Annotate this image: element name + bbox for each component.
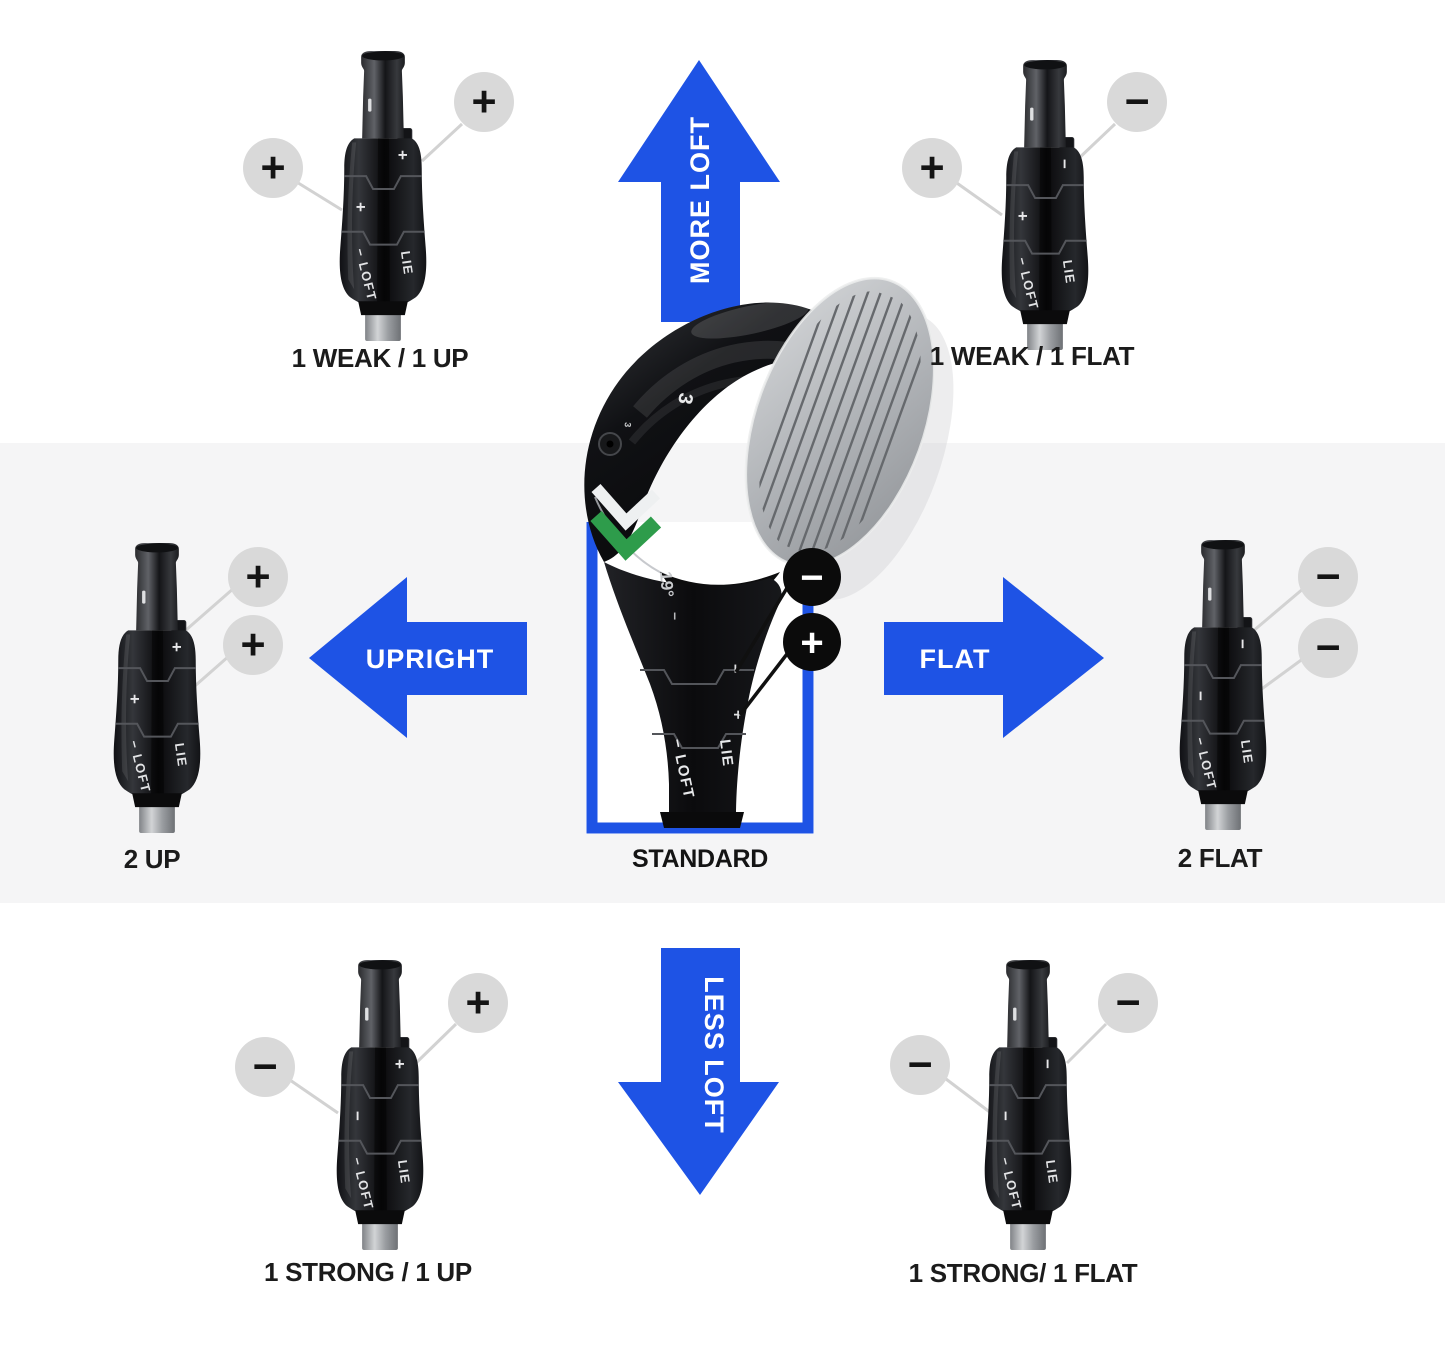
upright-arrow: UPRIGHT	[309, 577, 527, 738]
adjustment-callout: −	[1298, 547, 1358, 607]
adjustment-callout: −	[1298, 618, 1358, 678]
hosel-adapter-art	[990, 60, 1100, 350]
hosel-label: 2 UP	[123, 844, 181, 874]
hosel-top-right: − + + − 1 WEAK / 1 FLAT	[880, 35, 1190, 380]
flat-arrow: FLAT	[884, 577, 1104, 738]
upper-ring-mark: +	[167, 642, 186, 652]
hosel-tick: −	[667, 612, 683, 620]
adjustment-callout: −	[890, 1035, 950, 1095]
loft-minus-sign: −	[800, 556, 823, 600]
hosel-middle-right: − − − − 2 FLAT	[1100, 520, 1410, 890]
adjustment-callout: +	[228, 547, 288, 607]
less-loft-arrow: LESS LOFT	[618, 948, 779, 1195]
upper-ring-mark: −	[1233, 639, 1252, 649]
flat-arrow-label: FLAT	[920, 644, 991, 674]
callout-sign: +	[919, 143, 945, 192]
adjustment-callout: +	[448, 973, 508, 1033]
upper-ring-mark: −	[1038, 1059, 1057, 1069]
adjustment-callout: −	[1098, 973, 1158, 1033]
less-loft-arrow-label: LESS LOFT	[699, 976, 729, 1134]
hosel-middle-left: + + + + 2 UP	[30, 520, 330, 890]
callout-sign: +	[240, 620, 266, 669]
screw-port-number: 3	[623, 422, 633, 428]
callout-sign: +	[471, 77, 497, 126]
hosel-top-left: + + + + 1 WEAK / 1 UP	[230, 35, 540, 380]
loft-minus-badge	[783, 548, 841, 606]
callout-sign: −	[907, 1040, 933, 1089]
hosel-label: 1 STRONG / 1 UP	[264, 1257, 472, 1287]
hosel-cog-seam-lower	[652, 733, 746, 749]
hosel-bottom-left: + − − + 1 STRONG / 1 UP	[230, 945, 540, 1295]
adjustment-callout: −	[235, 1037, 295, 1097]
hosel-lie-scale: LIE	[716, 738, 736, 768]
head-number: 3	[673, 391, 697, 406]
upper-ring-mark: +	[390, 1059, 409, 1069]
loft-degree-text: 19°	[656, 571, 677, 598]
callout-sign: −	[252, 1042, 278, 1091]
adjustment-callout: +	[243, 138, 303, 198]
hosel-screw-center	[606, 440, 614, 448]
more-loft-arrow-label: MORE LOFT	[685, 116, 715, 284]
hosel-label: 2 FLAT	[1177, 843, 1263, 873]
callout-sign: −	[1315, 623, 1341, 672]
upper-ring-mark: +	[393, 150, 412, 160]
club-face	[741, 276, 939, 568]
standard-label: STANDARD	[631, 845, 768, 873]
hosel-label: 1 WEAK / 1 FLAT	[929, 341, 1135, 371]
chevron-green	[590, 511, 662, 561]
flat-arrow-shape	[884, 577, 1104, 738]
callout-sign: +	[260, 143, 286, 192]
lower-ring-mark: −	[1191, 691, 1210, 701]
loft-plus-sign: +	[800, 621, 823, 665]
callout-sign: +	[465, 978, 491, 1027]
plus-connector	[738, 652, 789, 717]
lower-ring-mark: −	[348, 1111, 367, 1121]
callout-sign: +	[245, 552, 271, 601]
upper-ring-mark: −	[1055, 159, 1074, 169]
loft-plus-badge	[783, 613, 841, 671]
hosel-label: 1 STRONG/ 1 FLAT	[908, 1258, 1138, 1288]
hosel-label: 1 WEAK / 1 UP	[291, 343, 469, 373]
hosel-collar	[660, 812, 744, 828]
hosel-upper-mark: −	[726, 664, 743, 673]
adjustment-callout: −	[1107, 72, 1167, 132]
upright-arrow-shape	[309, 577, 527, 738]
lower-ring-mark: +	[351, 202, 370, 212]
callout-sign: −	[1315, 552, 1341, 601]
more-loft-arrow: MORE LOFT	[618, 60, 780, 322]
club-hosel	[604, 562, 782, 817]
lower-ring-mark: +	[1013, 211, 1032, 221]
adjustment-callout: +	[902, 138, 962, 198]
hosel-cog-seam-upper	[640, 669, 754, 685]
hosel-adapter-art	[102, 543, 212, 833]
less-loft-arrow-shape	[618, 948, 779, 1195]
hosel-bottom-right: − − − − 1 STRONG/ 1 FLAT	[875, 945, 1185, 1295]
upright-arrow-label: UPRIGHT	[366, 644, 495, 674]
chevron-white	[591, 484, 661, 531]
adjustment-callout: +	[454, 72, 514, 132]
more-loft-arrow-shape	[618, 60, 780, 322]
hosel-adapter-art	[328, 51, 438, 341]
club-crown	[584, 302, 878, 562]
hosel-lower-mark: +	[729, 710, 746, 719]
callout-sign: −	[1124, 77, 1150, 126]
lower-ring-mark: −	[996, 1111, 1015, 1121]
hosel-adapter-art	[973, 960, 1083, 1250]
hosel-adapter-art	[325, 960, 435, 1250]
callout-sign: −	[1115, 978, 1141, 1027]
adjustment-callout: +	[223, 615, 283, 675]
crown-hotspot	[691, 301, 809, 339]
club-head-illustration: 3 3 19° − − + − LOFT LIE − +	[584, 276, 954, 834]
hosel-adapter-art	[1168, 540, 1278, 830]
minus-connector	[734, 587, 789, 673]
lower-ring-mark: +	[125, 694, 144, 704]
